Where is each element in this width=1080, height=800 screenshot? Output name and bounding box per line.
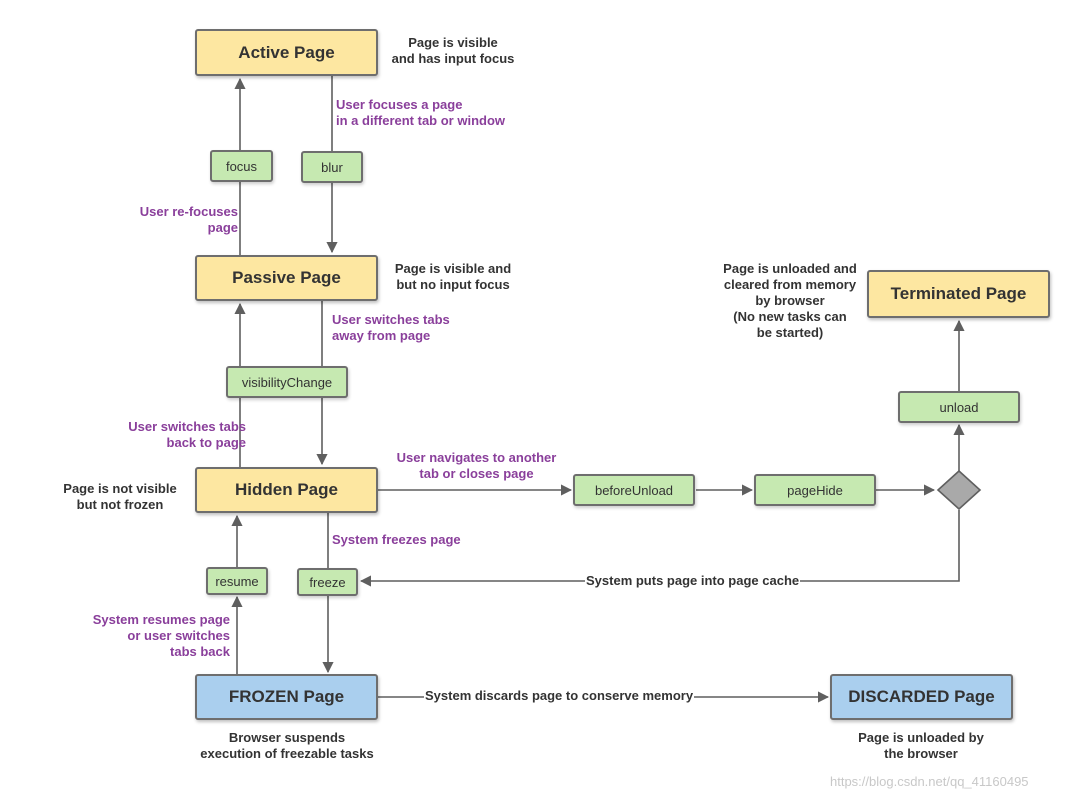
decision-diamond: [936, 469, 982, 511]
event-visibility-change: visibilityChange: [226, 366, 348, 398]
state-passive-page: Passive Page: [195, 255, 378, 301]
trigger-blur: User focuses a page in a different tab o…: [336, 97, 505, 128]
state-terminated-page: Terminated Page: [867, 270, 1050, 318]
trigger-resume: System resumes page or user switches tab…: [92, 612, 230, 659]
event-page-hide: pageHide: [754, 474, 876, 506]
state-discarded-page: DISCARDED Page: [830, 674, 1013, 720]
event-resume: resume: [206, 567, 268, 595]
trigger-hide: User switches tabs away from page: [332, 312, 450, 343]
watermark-text: https://blog.csdn.net/qq_41160495: [830, 774, 1029, 789]
event-blur: blur: [301, 151, 363, 183]
state-hidden-page: Hidden Page: [195, 467, 378, 513]
label-discard: System discards page to conserve memory: [424, 688, 695, 703]
state-frozen-page: FROZEN Page: [195, 674, 378, 720]
trigger-navigate: User navigates to another tab or closes …: [396, 450, 557, 481]
arrow-decision-to-freeze: [359, 510, 960, 587]
note-hidden-page: Page is not visible but not frozen: [63, 481, 177, 512]
label-page-cache: System puts page into page cache: [585, 573, 801, 588]
note-frozen-page: Browser suspends execution of freezable …: [200, 730, 374, 761]
event-freeze: freeze: [297, 568, 358, 596]
note-terminated-page: Page is unloaded and cleared from memory…: [723, 261, 857, 340]
note-discarded-page: Page is unloaded by the browser: [858, 730, 984, 761]
event-unload: unload: [898, 391, 1020, 423]
event-focus: focus: [210, 150, 273, 182]
note-active-page: Page is visible and has input focus: [391, 35, 515, 66]
trigger-show: User switches tabs back to page: [128, 419, 246, 450]
state-active-page: Active Page: [195, 29, 378, 76]
event-before-unload: beforeUnload: [573, 474, 695, 506]
trigger-focus: User re-focuses page: [139, 204, 238, 235]
trigger-freeze: System freezes page: [332, 532, 461, 547]
note-passive-page: Page is visible and but no input focus: [394, 261, 512, 292]
